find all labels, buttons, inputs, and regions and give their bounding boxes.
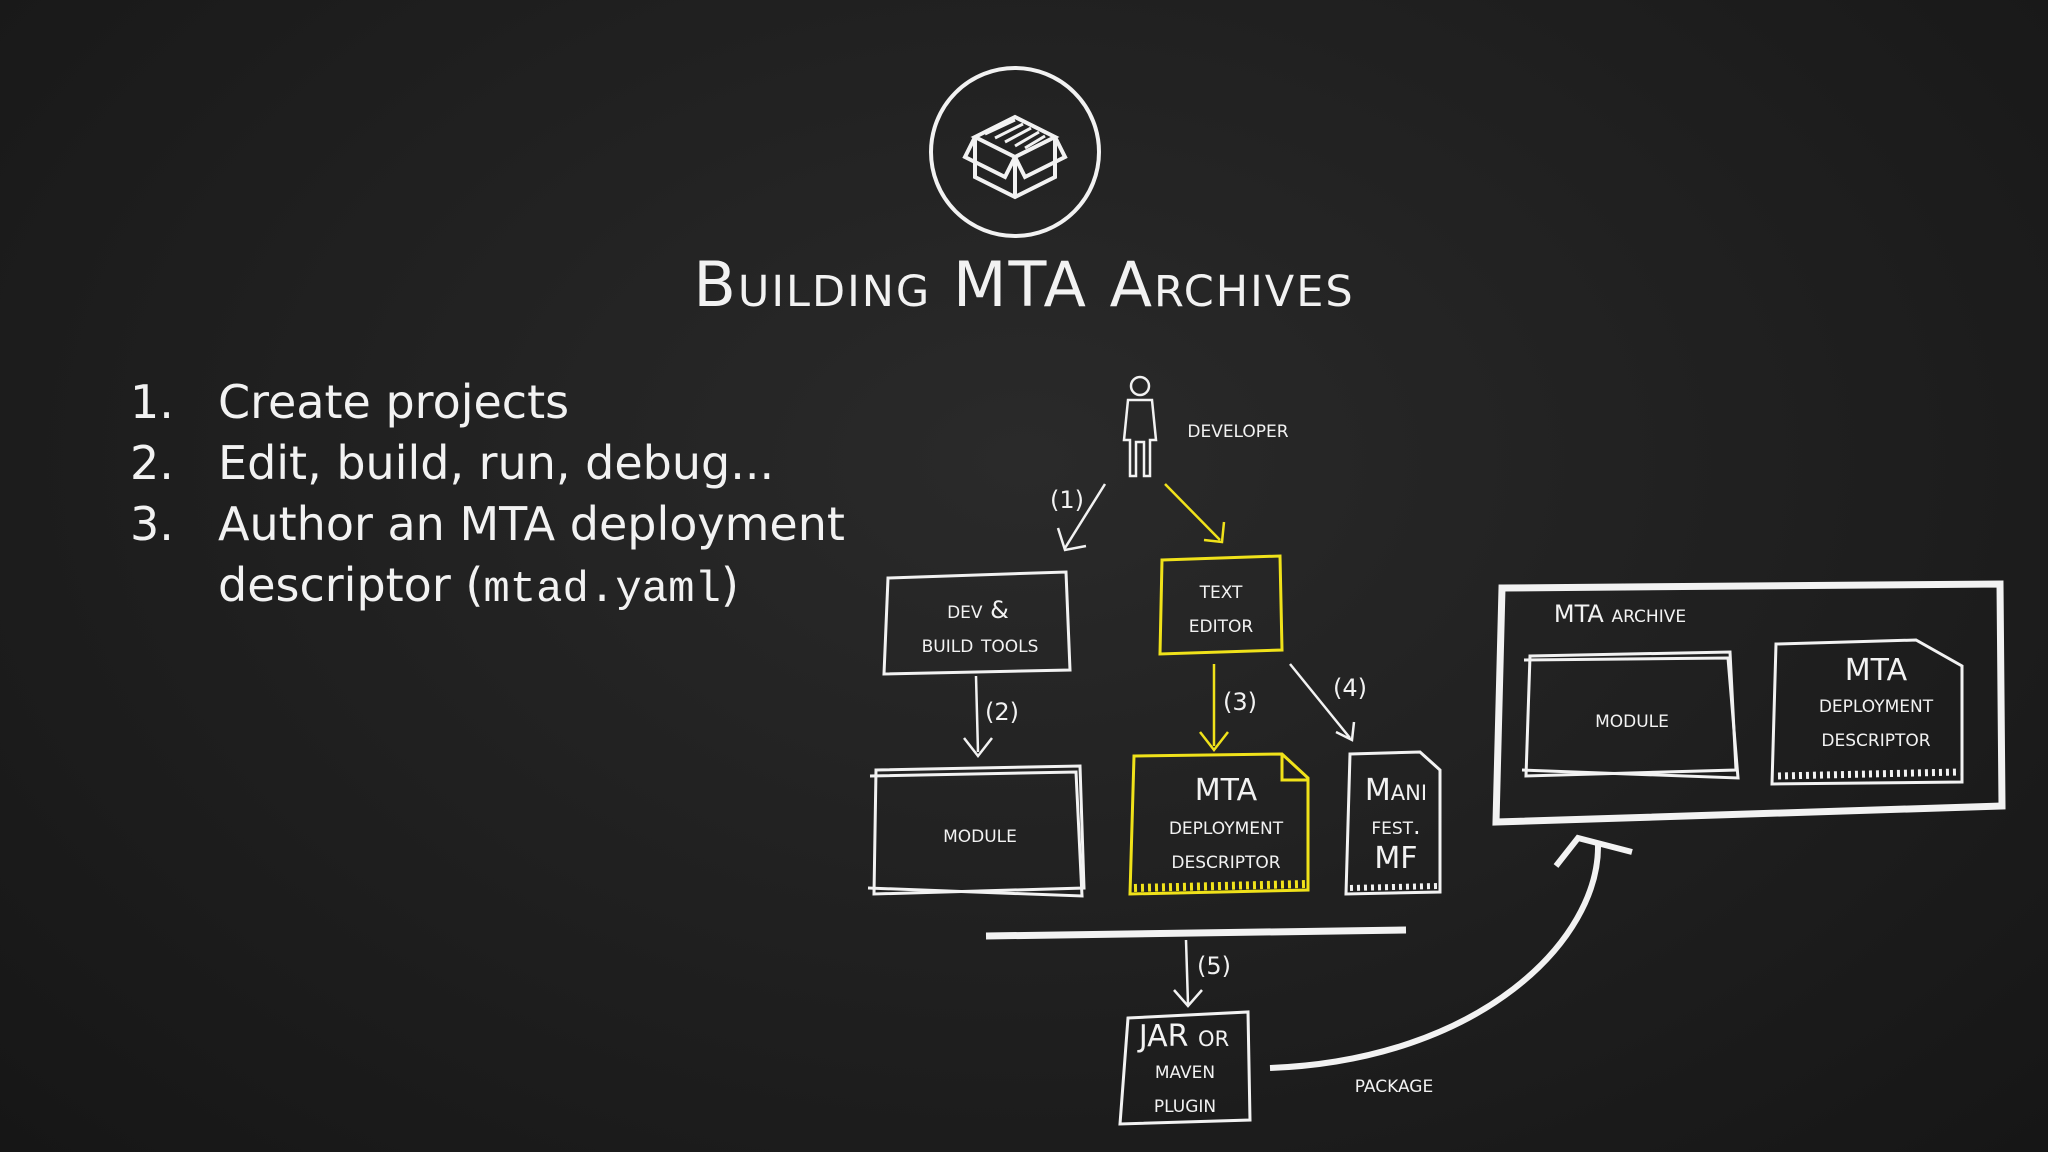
page-title: Building MTA Archives	[693, 248, 1355, 321]
jar-line2: maven	[1155, 1056, 1215, 1084]
arrow-3	[1199, 664, 1229, 753]
steps-list: 1. Create projects 2. Edit, build, run, …	[130, 372, 845, 621]
step-continuation: descriptor (mtad.yaml)	[218, 555, 845, 621]
archive-mtad-line3: descriptor	[1821, 724, 1930, 752]
archive-module-shadow	[1521, 656, 1740, 780]
arrow-4	[1289, 663, 1356, 742]
step-number: 3.	[130, 497, 174, 551]
jar-line1: JAR or	[1137, 1019, 1229, 1054]
code-filename: mtad.yaml	[483, 565, 721, 615]
manifest-box	[1344, 750, 1442, 896]
mtad-hatch	[1133, 880, 1307, 892]
jar-plugin-box	[1118, 1010, 1252, 1126]
list-item: 2. Edit, build, run, debug...	[130, 433, 845, 494]
arrow-1	[1056, 483, 1107, 552]
step-label-2: (2)	[985, 698, 1019, 726]
archive-module-label: module	[1595, 705, 1669, 733]
mta-archive-box	[1492, 580, 2006, 826]
step-text: descriptor (	[218, 558, 484, 612]
mtad-line3: descriptor	[1171, 846, 1280, 874]
manifest-hatch	[1349, 883, 1439, 891]
mtad-fold	[1280, 754, 1308, 782]
dev-tools-line1: dev &	[947, 596, 1009, 624]
dev-tools-line2: build tools	[922, 630, 1039, 658]
developer-label: developer	[1187, 415, 1288, 443]
archive-mtad-line2: deployment	[1819, 690, 1934, 718]
arrow-2	[963, 675, 993, 759]
step-text: Edit, build, run, debug...	[218, 436, 775, 490]
manifest-line1: Mani	[1365, 773, 1427, 808]
arrow-to-editor	[1164, 483, 1226, 544]
step-label-3: (3)	[1223, 688, 1257, 716]
mta-archive-title: MTA archive	[1554, 600, 1686, 628]
manifest-line3: MF	[1374, 841, 1417, 876]
mtad-line1: MTA	[1195, 773, 1258, 808]
mtad-box	[1128, 752, 1310, 896]
archive-mtad-box	[1770, 638, 1964, 786]
developer-icon	[1122, 375, 1158, 478]
list-item: 1. Create projects	[130, 372, 845, 433]
step-number: 1.	[130, 375, 174, 429]
step-label-5: (5)	[1197, 952, 1231, 980]
separator-line	[985, 926, 1407, 940]
text-editor-box	[1158, 554, 1284, 656]
step-label-4: (4)	[1333, 674, 1367, 702]
jar-line3: plugin	[1154, 1090, 1216, 1118]
step-label-1: (1)	[1050, 486, 1084, 514]
dev-tools-box	[882, 570, 1072, 676]
module-box-shadow	[867, 770, 1084, 898]
archive-mtad-line1: MTA	[1845, 653, 1908, 688]
list-item: 3. Author an MTA deployment	[130, 494, 845, 555]
box-logo-icon	[929, 66, 1101, 238]
step-text: Create projects	[218, 375, 570, 429]
package-arrow	[1269, 843, 1602, 1071]
step-number: 2.	[130, 436, 174, 490]
archive-mtad-hatch	[1777, 768, 1961, 780]
arrow-5	[1173, 939, 1203, 1008]
package-arrow-head	[1553, 834, 1633, 868]
manifest-line2: fest.	[1371, 812, 1420, 840]
module-box	[872, 764, 1086, 896]
package-label: package	[1355, 1070, 1433, 1098]
text-editor-line1: text	[1199, 576, 1243, 604]
step-text: )	[720, 558, 739, 612]
module-label: module	[943, 820, 1017, 848]
text-editor-line2: editor	[1189, 610, 1254, 638]
step-text: Author an MTA deployment	[218, 497, 845, 551]
mtad-line2: deployment	[1169, 812, 1284, 840]
